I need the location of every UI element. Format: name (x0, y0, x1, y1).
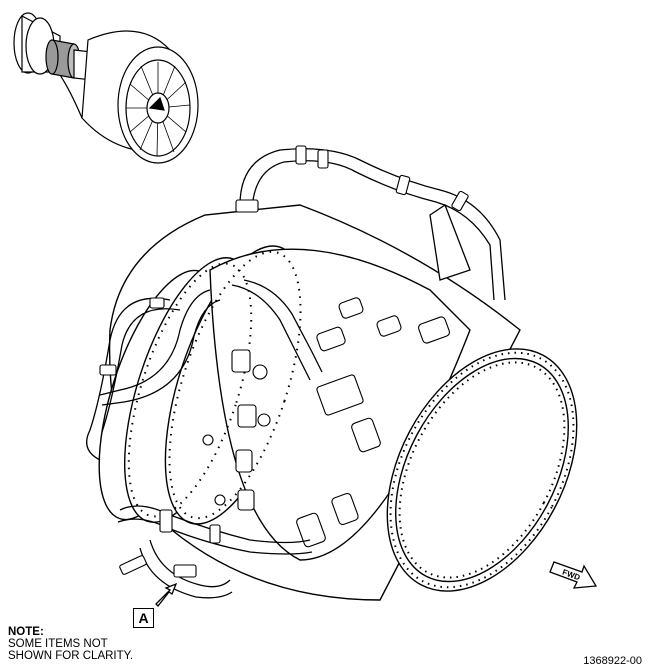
case-ports (202, 297, 450, 548)
note-heading: NOTE: (8, 626, 44, 638)
view-label-a: A (133, 608, 154, 628)
note-block: NOTE: SOME ITEMS NOT SHOWN FOR CLARITY. (8, 626, 133, 662)
engine-case (98, 204, 578, 601)
figure-number: 1368922-00 (583, 655, 642, 667)
view-a-arrow (155, 582, 178, 607)
note-line-1: SOME ITEMS NOT (8, 638, 108, 650)
engine-locator-inset (13, 12, 199, 164)
note-line-2: SHOWN FOR CLARITY. (8, 650, 134, 662)
manifold-tubing (86, 148, 506, 599)
fwd-arrow: FWD (549, 561, 598, 589)
tube-clamps (99, 145, 469, 578)
